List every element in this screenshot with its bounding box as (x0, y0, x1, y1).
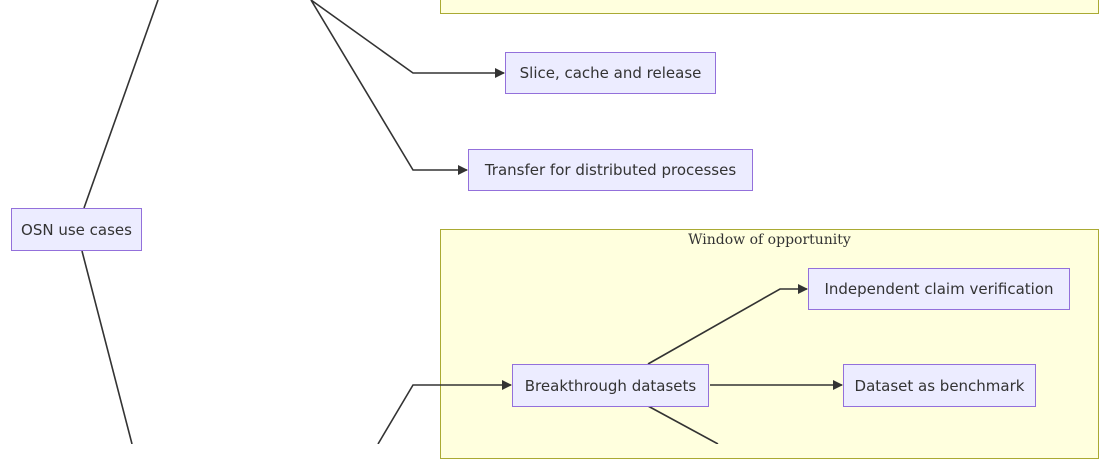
edge-to-transfer (310, 0, 468, 175)
node-transfer-distributed[interactable]: Transfer for distributed processes (468, 149, 753, 191)
node-slice-cache-release-label: Slice, cache and release (519, 64, 702, 82)
edge-osn-up (83, 0, 159, 209)
node-independent-claim-verification-label: Independent claim verification (824, 280, 1054, 298)
node-breakthrough-datasets-label: Breakthrough datasets (524, 376, 697, 395)
cluster-window-title: Window of opportunity (688, 232, 851, 248)
node-osn-use-cases-label: OSN use cases (21, 220, 132, 239)
cluster-window-of-opportunity: Window of opportunity (440, 229, 1099, 459)
edge-osn-down (81, 250, 133, 444)
diagram-edges (81, 0, 843, 444)
node-osn-use-cases[interactable]: OSN use cases (11, 208, 142, 251)
node-independent-claim-verification[interactable]: Independent claim verification (808, 268, 1070, 310)
node-transfer-distributed-label: Transfer for distributed processes (484, 161, 737, 179)
node-dataset-as-benchmark-label: Dataset as benchmark (854, 376, 1025, 395)
node-slice-cache-release[interactable]: Slice, cache and release (505, 52, 716, 94)
edge-breakthrough-down (647, 405, 719, 444)
edge-breakthrough-independent (647, 284, 808, 365)
node-breakthrough-datasets[interactable]: Breakthrough datasets (512, 364, 709, 407)
edge-to-breakthrough (377, 380, 512, 444)
cluster-top (440, 0, 1099, 14)
node-dataset-as-benchmark[interactable]: Dataset as benchmark (843, 364, 1036, 407)
edge-to-slice (310, 0, 505, 78)
